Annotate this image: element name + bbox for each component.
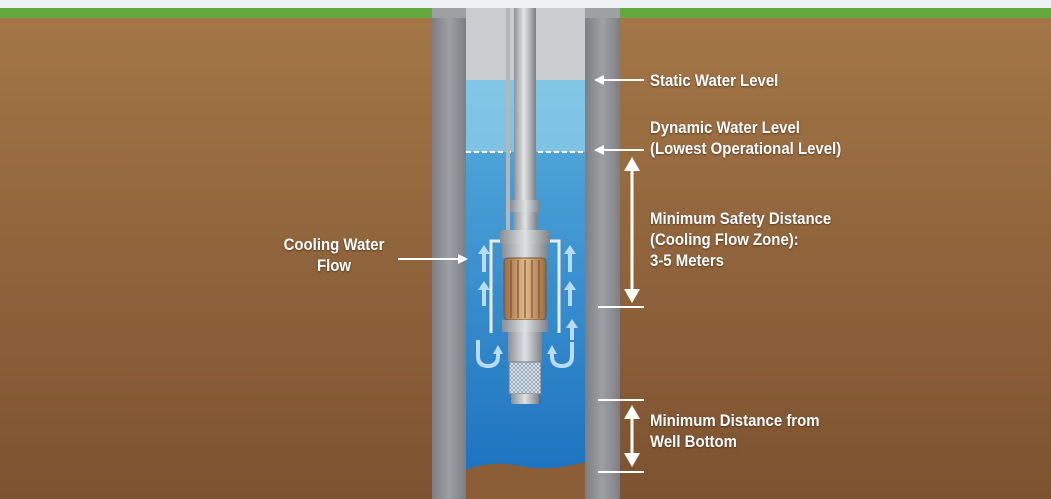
well-bottom bbox=[466, 462, 585, 499]
cable bbox=[506, 8, 510, 248]
dynamic-water-level-label: Dynamic Water Level (Lowest Operational … bbox=[650, 118, 842, 158]
min-safety-distance-label: Minimum Safety Distance (Cooling Flow Zo… bbox=[650, 209, 832, 270]
up-arrow-icon bbox=[564, 281, 576, 306]
min-distance-bottom-label: Minimum Distance from Well Bottom bbox=[650, 411, 820, 451]
sky-strip bbox=[0, 0, 1051, 8]
pump-discharge-head bbox=[513, 212, 537, 230]
double-headed-arrow-icon bbox=[624, 405, 640, 467]
left-arrow-icon bbox=[594, 145, 644, 155]
up-arrow-icon bbox=[478, 281, 490, 306]
left-arrow-icon bbox=[398, 254, 468, 264]
left-arrow-icon bbox=[594, 75, 644, 85]
riser-pipe bbox=[514, 8, 536, 203]
pump-lower-housing bbox=[508, 332, 542, 362]
well-casing-right bbox=[585, 18, 620, 499]
pump-upper-housing bbox=[500, 230, 550, 244]
double-headed-arrow-icon bbox=[624, 157, 640, 303]
up-arrow-icon bbox=[564, 245, 576, 272]
up-arrow-icon bbox=[566, 319, 578, 340]
cooling-flow-arrows bbox=[478, 245, 578, 340]
static-water-level-label: Static Water Level bbox=[650, 71, 779, 90]
u-turn-arrow-icon bbox=[550, 342, 574, 369]
intake-screen bbox=[508, 361, 542, 395]
cooling-water-flow-label: Cooling Water Flow bbox=[283, 235, 385, 275]
measurement-ticks bbox=[598, 306, 644, 473]
u-turn-arrow-icon bbox=[476, 340, 500, 369]
up-arrow-icon bbox=[478, 245, 490, 272]
